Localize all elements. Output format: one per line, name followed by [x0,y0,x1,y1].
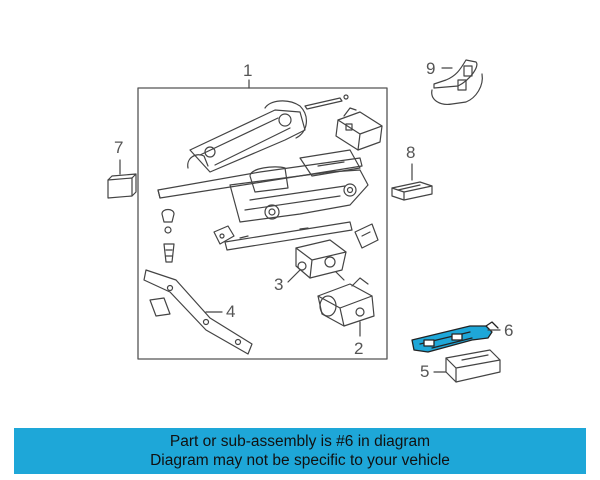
callout-5: 5 [420,362,429,381]
rail-part-4 [143,269,253,355]
callout-2: 2 [354,339,363,358]
parts-diagram: 1 2 3 4 5 6 7 8 9 [107,59,513,383]
info-banner: Part or sub-assembly is #6 in diagram Di… [14,428,586,474]
assembly-box [137,87,388,360]
motor-part-3 [295,239,347,281]
module-part-5 [445,349,501,383]
seat-track-assembly [157,100,369,251]
harness-part-6 [411,321,499,353]
callout-1: 1 [243,61,252,80]
cap-part-7 [107,173,137,199]
callout-6: 6 [504,321,513,340]
bezel-part-9 [431,59,483,105]
banner-line-1: Part or sub-assembly is #6 in diagram [169,433,431,450]
leader-3 [287,269,301,283]
callout-4: 4 [226,302,235,321]
banner-line-2: Diagram may not be specific to your vehi… [150,452,450,469]
cable-strip [304,97,343,110]
switch-part-8 [391,181,433,201]
callout-8: 8 [406,143,415,162]
control-module [335,107,383,151]
side-bracket [354,223,379,249]
callout-7: 7 [114,138,123,157]
callout-9: 9 [426,59,435,78]
callout-3: 3 [274,275,283,294]
motor-part-2 [317,277,375,327]
clip-parts [161,208,235,263]
